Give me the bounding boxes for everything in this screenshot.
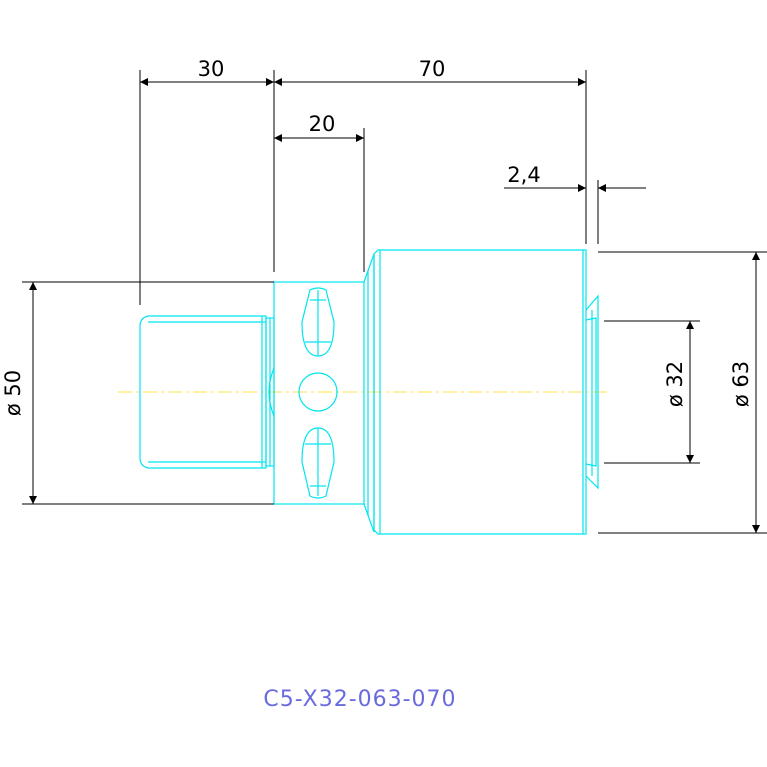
dim-text-dia-32: ø 32 <box>663 361 687 407</box>
bore-end <box>585 294 599 490</box>
dim-text-dia-50: ø 50 <box>1 370 25 416</box>
shank <box>139 315 267 469</box>
flange-step <box>363 253 375 533</box>
part-outline <box>139 249 599 535</box>
part-number-label: C5-X32-063-070 <box>263 687 456 712</box>
flange <box>273 281 365 505</box>
dim-text-2-4: 2,4 <box>507 163 540 187</box>
main-body <box>373 249 587 535</box>
dimensions <box>22 70 767 534</box>
dim-text-30: 30 <box>198 57 225 81</box>
dim-text-70: 70 <box>419 57 446 81</box>
center-hole <box>298 372 338 412</box>
dim-text-dia-63: ø 63 <box>729 361 753 407</box>
dim-text-20: 20 <box>309 112 336 136</box>
